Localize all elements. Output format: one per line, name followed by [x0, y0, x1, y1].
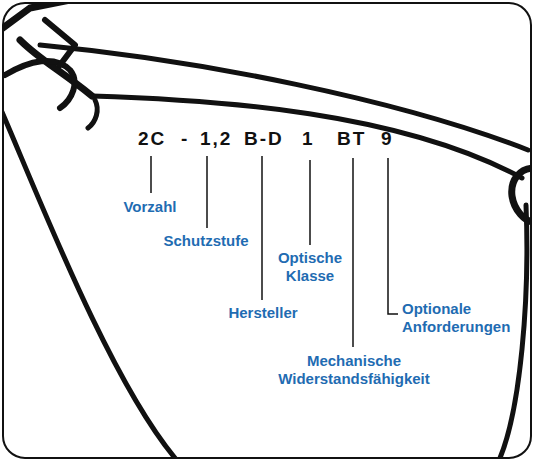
callout-label: Mechanische Widerstandsfähigkeit — [264, 352, 444, 388]
hinge-left — [88, 100, 97, 128]
leader-line — [352, 158, 354, 347]
marking-code: B-D — [244, 128, 284, 150]
hinge-left — [20, 40, 92, 96]
marking-code: 2C — [138, 128, 166, 150]
hinge-left — [5, 61, 75, 108]
callout-label: Hersteller — [218, 304, 308, 322]
marking-code: 1 — [302, 128, 315, 150]
rim-lower — [92, 96, 522, 178]
leader-line — [261, 156, 263, 300]
callout-label: Optische Klasse — [270, 249, 350, 285]
leader-line — [150, 156, 152, 193]
frame — [3, 3, 531, 458]
lens-edge-left — [3, 112, 175, 458]
leader-lines — [151, 156, 398, 347]
hinge-left — [45, 20, 75, 65]
goggle-outline — [3, 3, 531, 458]
leader-line — [309, 160, 311, 245]
marking-code: BT — [337, 128, 366, 150]
callout-label: Vorzahl — [100, 198, 200, 216]
marking-code: 9 — [381, 128, 394, 150]
callout-label: Optionale Anforderungen — [402, 300, 522, 336]
callout-label: Schutzstufe — [151, 232, 261, 250]
leader-line — [206, 156, 208, 228]
marking-code: 1,2 — [200, 128, 232, 150]
leader-line — [388, 158, 398, 314]
marking-code: - — [181, 128, 189, 150]
